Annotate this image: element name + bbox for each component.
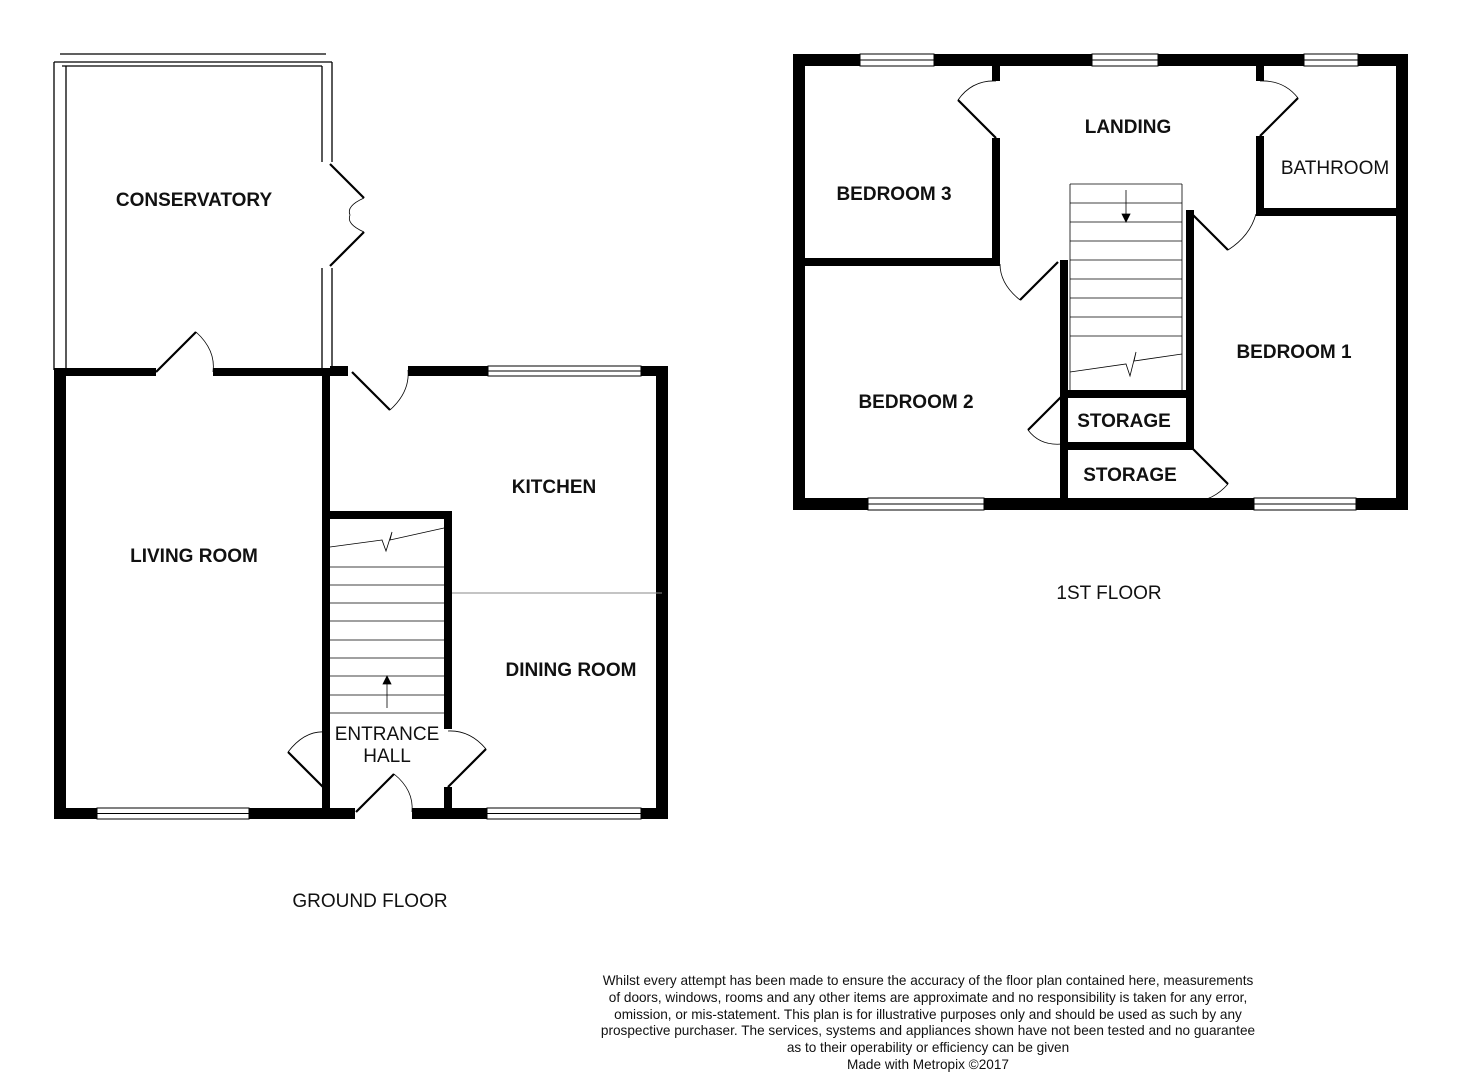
disclaimer-line: as to their operability or efficiency ca… bbox=[786, 1040, 1070, 1056]
entrance-hall-label-line1: ENTRANCE bbox=[335, 724, 440, 745]
kitchen-label: KITCHEN bbox=[512, 477, 596, 498]
storage-upper-label: STORAGE bbox=[1077, 411, 1171, 432]
disclaimer-line: Whilst every attempt has been made to en… bbox=[602, 973, 1254, 988]
metropix-credit: Made with Metropix ©2017 bbox=[847, 1056, 1009, 1072]
landing-label: LANDING bbox=[1085, 117, 1172, 138]
disclaimer: Whilst every attempt has been made to en… bbox=[560, 973, 1296, 1074]
bedroom-2-label: BEDROOM 2 bbox=[858, 392, 973, 413]
ground-floor-label: GROUND FLOOR bbox=[292, 891, 447, 912]
ground-floor-stairs bbox=[329, 527, 445, 714]
first-floor-plan: LANDING BATHROOM BEDROOM 3 BEDROOM 2 BED… bbox=[793, 53, 1408, 604]
disclaimer-line: omission, or mis-statement. This plan is… bbox=[614, 1006, 1242, 1022]
conservatory-label: CONSERVATORY bbox=[116, 190, 273, 211]
living-room-label: LIVING ROOM bbox=[130, 546, 258, 567]
conservatory-french-doors bbox=[329, 163, 365, 267]
bedroom-1-label: BEDROOM 1 bbox=[1236, 342, 1352, 363]
first-floor-label: 1ST FLOOR bbox=[1056, 583, 1161, 604]
ground-floor-doors bbox=[155, 331, 487, 813]
first-floor-windows bbox=[859, 53, 1359, 511]
bedroom-3-label: BEDROOM 3 bbox=[836, 184, 951, 205]
entrance-hall-label-line2: HALL bbox=[363, 746, 411, 767]
storage-lower-label: STORAGE bbox=[1083, 465, 1177, 486]
disclaimer-line: prospective purchaser. The services, sys… bbox=[600, 1023, 1256, 1039]
conservatory-walls bbox=[53, 53, 333, 370]
bathroom-label: BATHROOM bbox=[1281, 158, 1389, 179]
ground-floor-plan: CONSERVATORY LIVING ROOM KITCHEN DINING … bbox=[53, 53, 668, 912]
first-floor-doors bbox=[957, 80, 1299, 502]
first-floor-stairs bbox=[1069, 183, 1183, 392]
disclaimer-line: of doors, windows, rooms and any other i… bbox=[608, 989, 1248, 1005]
ground-floor-windows bbox=[96, 365, 642, 820]
dining-room-label: DINING ROOM bbox=[506, 660, 637, 681]
